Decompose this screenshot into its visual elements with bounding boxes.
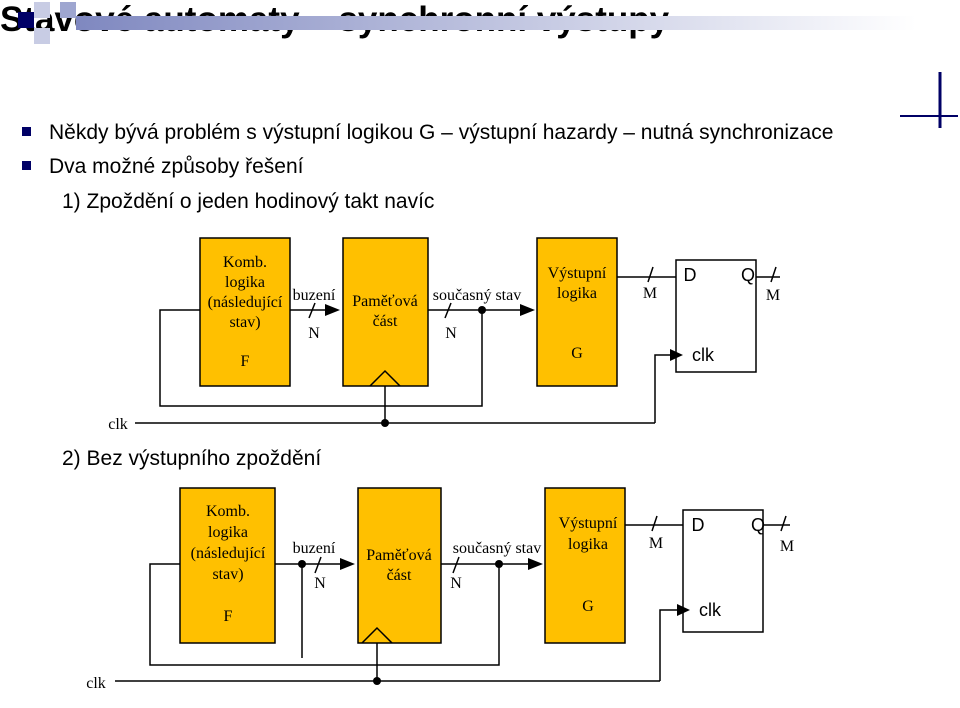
bullet-text: Někdy bývá problém s výstupní logikou G … xyxy=(49,121,834,144)
memory-label-line: část xyxy=(387,567,412,584)
comb-label-line: (následující xyxy=(208,294,283,311)
diagram-1: Komb. logika (následující stav) F buzení… xyxy=(108,237,780,433)
n-label: N xyxy=(445,325,457,342)
n-label: N xyxy=(314,575,326,592)
m-label: M xyxy=(649,535,663,552)
soucasny-label: současný stav xyxy=(453,540,541,557)
header-gradient-bar xyxy=(76,16,916,30)
comb-label-line: Komb. xyxy=(223,254,267,271)
ff-clk-label: clk xyxy=(692,345,715,365)
ff-q-label: Q xyxy=(741,265,755,285)
comb-label-line: Komb. xyxy=(206,503,250,520)
decor-square-light2 xyxy=(34,28,50,44)
junction-dot xyxy=(381,419,389,427)
output-logic-block xyxy=(544,487,626,644)
bullet-square-icon xyxy=(22,126,31,136)
comb-label-line: (následující xyxy=(191,545,266,562)
comb-label-line: logika xyxy=(208,524,248,541)
junction-dot xyxy=(495,560,503,568)
junction-dot xyxy=(373,677,381,685)
clk-label: clk xyxy=(108,416,128,433)
soucasny-label: současný stav xyxy=(433,287,521,304)
memory-clock-triangle xyxy=(369,369,401,387)
decor-square-light xyxy=(34,2,50,18)
decor-square-dark xyxy=(18,12,34,28)
flipflop-block xyxy=(682,509,764,633)
header-decoration xyxy=(18,2,916,44)
memory-label-line: Paměťová xyxy=(352,293,417,310)
comb-id-label: F xyxy=(241,353,250,370)
comb-label-line: stav) xyxy=(229,314,260,331)
ff-d-label: D xyxy=(684,265,697,285)
ff-q-label: Q xyxy=(751,515,765,535)
memory-label-line: Paměťová xyxy=(366,547,431,564)
buzeni-label: buzení xyxy=(293,287,336,304)
comb-label-line: logika xyxy=(225,274,265,291)
ff-d-label: D xyxy=(692,515,705,535)
output-logic-block xyxy=(536,237,618,387)
flipflop-block xyxy=(675,259,757,373)
output-label-line: Výstupní xyxy=(548,265,607,282)
accent-lines xyxy=(900,72,958,128)
output-label-line: logika xyxy=(557,285,597,302)
comb-label-line: stav) xyxy=(212,566,243,583)
m-label: M xyxy=(643,285,657,302)
junction-dot xyxy=(298,560,306,568)
n-label: N xyxy=(450,575,462,592)
m-out-label: M xyxy=(780,538,794,555)
output-id-label: G xyxy=(582,598,594,615)
output-label-line: logika xyxy=(568,536,608,553)
bullet-square-icon xyxy=(22,160,31,170)
n-label: N xyxy=(308,325,320,342)
ff-clk-label: clk xyxy=(699,600,722,620)
bullet-item: Dva možné způsoby řešení xyxy=(22,155,303,179)
output-id-label: G xyxy=(571,345,583,362)
comb-id-label: F xyxy=(224,608,233,625)
option-1-label: 1) Zpoždění o jeden hodinový takt navíc xyxy=(62,190,435,213)
buzeni-label: buzení xyxy=(293,540,336,557)
diagram-2: Komb. logika (následující stav) F buzení… xyxy=(86,487,794,692)
output-label-line: Výstupní xyxy=(559,515,618,532)
memory-block xyxy=(357,487,442,644)
junction-dot xyxy=(478,306,486,314)
decor-square-mid xyxy=(60,2,76,18)
clk-label: clk xyxy=(86,675,106,692)
bullet-item: Někdy bývá problém s výstupní logikou G … xyxy=(22,121,833,145)
comb-logic-block xyxy=(179,487,276,644)
option-2-label: 2) Bez výstupního zpoždění xyxy=(62,447,322,470)
memory-clock-triangle xyxy=(361,626,393,644)
comb-logic-block xyxy=(199,237,291,387)
memory-block xyxy=(342,237,429,387)
m-out-label: M xyxy=(766,287,780,304)
bullet-text: Dva možné způsoby řešení xyxy=(49,155,304,178)
memory-label-line: část xyxy=(373,313,398,330)
